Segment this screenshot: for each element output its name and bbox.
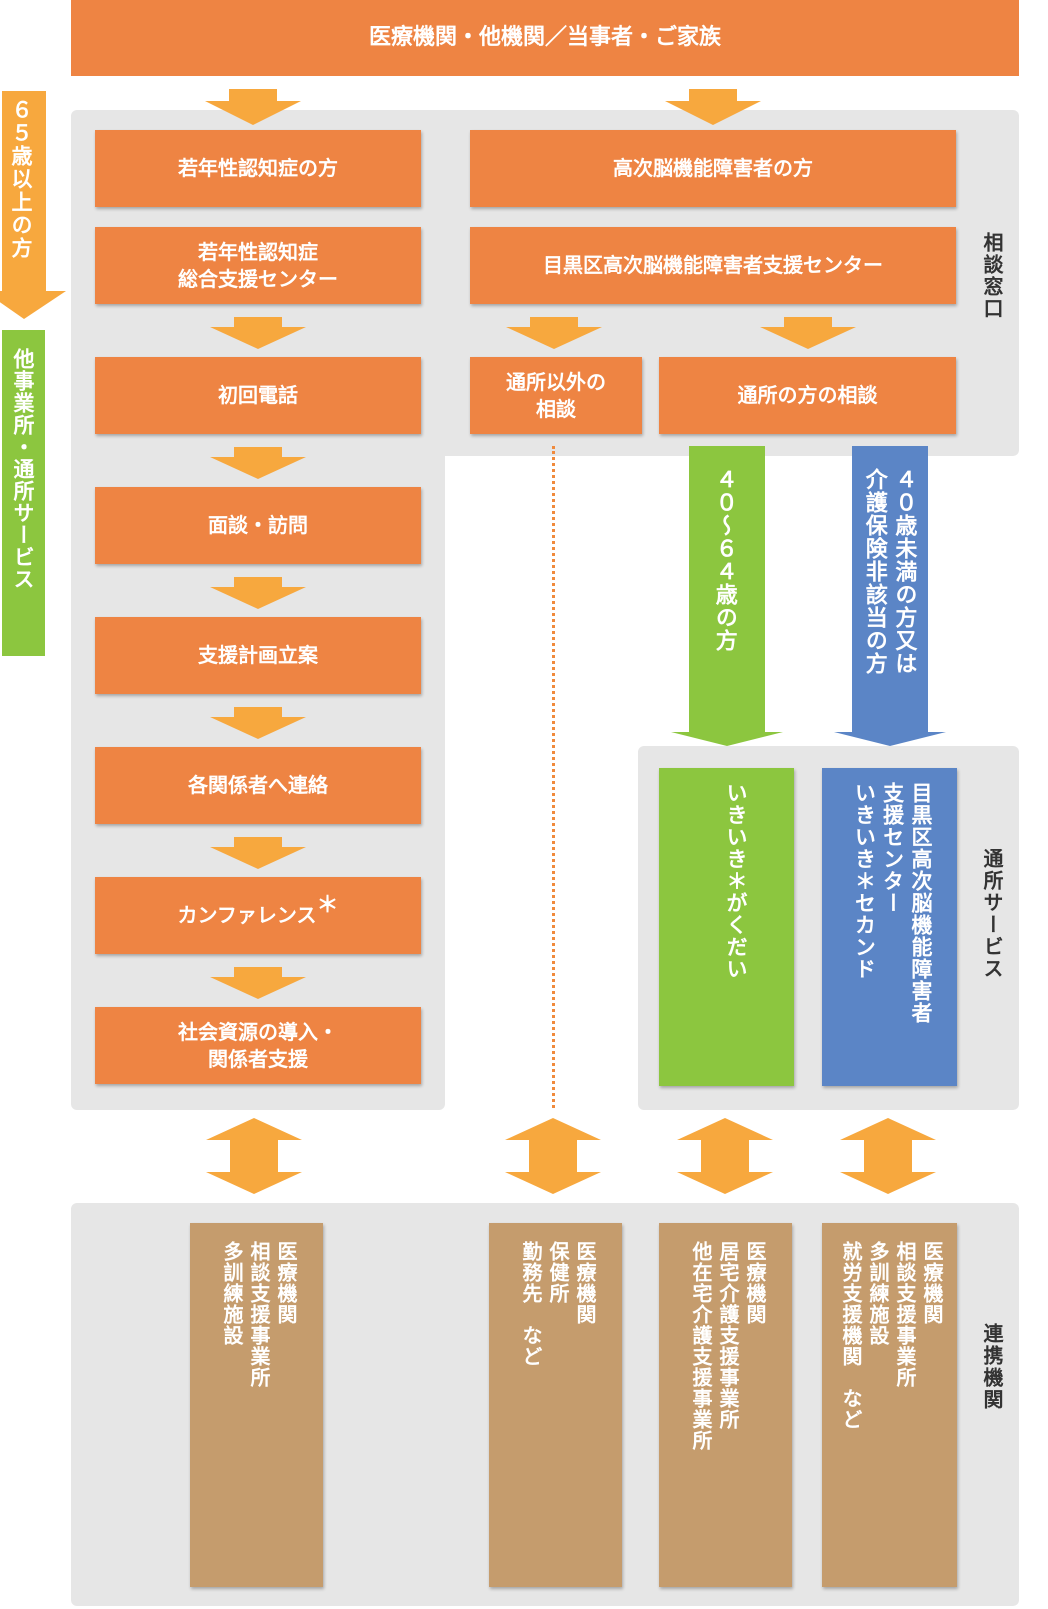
under-40-arrow: ４０歳未満の方又は 介護保険非該当の方	[834, 446, 946, 746]
ikiiki-second-box: 目黒区高次脳機能障害者 支援センター いきいき＊セカンド	[822, 768, 957, 1086]
daycare-consult-text: 通所の方の相談	[737, 383, 878, 407]
age-40-64-arrow-shape	[671, 446, 783, 746]
partner-organizations-label: 連携機関	[980, 1323, 1004, 1411]
conference-text: カンファレンス	[177, 903, 317, 927]
down-arrow-left-4	[210, 707, 306, 739]
down-arrow-left-1	[210, 317, 306, 349]
down-arrow-header-left	[205, 89, 301, 125]
other-service-side-bar: 他事業所・通所サービス	[2, 330, 45, 656]
partner-box-2: 医療機関 保健所 勤務先 など	[489, 1223, 622, 1587]
interview-visit-text: 面談・訪問	[208, 513, 308, 537]
first-call-text: 初回電話	[218, 383, 298, 407]
contact-parties-text: 各関係者へ連絡	[188, 773, 328, 797]
brain-dysfunction-person-box: 高次脳機能障害者の方	[470, 130, 956, 207]
down-arrow-left-2	[210, 447, 306, 479]
down-arrow-daycare	[760, 317, 856, 349]
conference-box: カンファレンス＊	[95, 877, 421, 954]
young-dementia-center-text: 若年性認知症 総合支援センター	[178, 239, 338, 291]
double-arrow-2	[505, 1118, 601, 1194]
double-arrow-1	[206, 1118, 302, 1194]
dotted-connector-line	[552, 446, 555, 1108]
asterisk-mark: ＊	[316, 892, 339, 918]
age-40-64-label: ４０～６４歳の方	[711, 468, 737, 652]
support-plan-box: 支援計画立案	[95, 617, 421, 694]
daycare-consult-box: 通所の方の相談	[659, 357, 956, 434]
social-resources-text: 社会資源の導入・ 関係者支援	[178, 1019, 338, 1071]
header-text: 医療機関・他機関／当事者・ご家族	[368, 25, 721, 51]
non-daycare-consult-text: 通所以外の 相談	[506, 369, 606, 421]
other-service-label: 他事業所・通所サービス	[11, 348, 35, 590]
daycare-service-label: 通所サービス	[980, 848, 1004, 980]
non-daycare-consult-box: 通所以外の 相談	[470, 357, 642, 434]
brain-dysfunction-person-text: 高次脳機能障害者の方	[613, 156, 813, 180]
first-call-box: 初回電話	[95, 357, 421, 434]
partner-box-3: 医療機関 居宅介護支援事業所 他在宅介護支援事業所	[659, 1223, 792, 1587]
meguro-center-box: 目黒区高次脳機能障害者支援センター	[470, 227, 956, 304]
double-arrow-4	[840, 1118, 936, 1194]
header-banner: 医療機関・他機関／当事者・ご家族	[71, 0, 1019, 76]
interview-visit-box: 面談・訪問	[95, 487, 421, 564]
ikiiki-gakudai-box: いきいき＊がくだい	[659, 768, 794, 1086]
over65-side-arrow: ６５歳以上の方	[0, 91, 66, 321]
partner-box-4: 医療機関 相談支援事業所 多訓練施設 就労支援機関 など	[822, 1223, 957, 1587]
age-40-64-arrow: ４０～６４歳の方	[671, 446, 783, 746]
young-dementia-person-box: 若年性認知症の方	[95, 130, 421, 207]
partner-box-1: 医療機関 相談支援事業所 多訓練施設	[190, 1223, 323, 1587]
consultation-window-label: 相談窓口	[980, 232, 1004, 320]
down-arrow-left-6	[210, 967, 306, 999]
down-arrow-left-3	[210, 577, 306, 609]
meguro-center-text: 目黒区高次脳機能障害者支援センター	[543, 253, 883, 277]
down-arrow-left-5	[210, 837, 306, 869]
social-resources-box: 社会資源の導入・ 関係者支援	[95, 1007, 421, 1084]
over65-label: ６５歳以上の方	[9, 99, 33, 260]
double-arrow-3	[677, 1118, 773, 1194]
contact-parties-box: 各関係者へ連絡	[95, 747, 421, 824]
support-plan-text: 支援計画立案	[198, 643, 318, 667]
under-40-arrow-shape	[834, 446, 946, 746]
down-arrow-non-daycare	[506, 317, 602, 349]
over65-arrow-shape	[0, 91, 66, 319]
down-arrow-header-right	[665, 89, 761, 125]
young-dementia-center-box: 若年性認知症 総合支援センター	[95, 227, 421, 304]
under-40-label: ４０歳未満の方又は 介護保険非該当の方	[861, 468, 917, 675]
young-dementia-person-text: 若年性認知症の方	[178, 156, 338, 180]
